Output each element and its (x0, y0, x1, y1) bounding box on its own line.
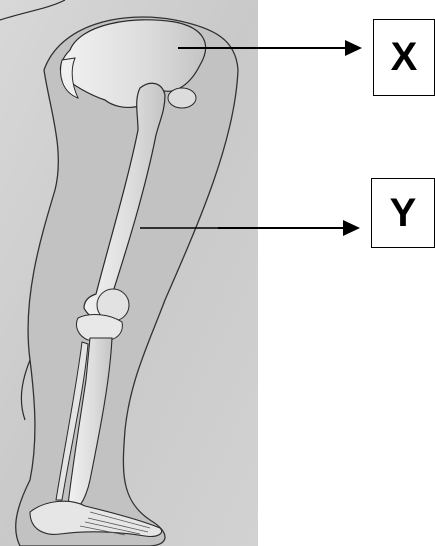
knee-joint (76, 315, 122, 340)
label-x: X (373, 19, 435, 96)
hip-socket (168, 88, 196, 108)
label-y: Y (371, 178, 435, 248)
